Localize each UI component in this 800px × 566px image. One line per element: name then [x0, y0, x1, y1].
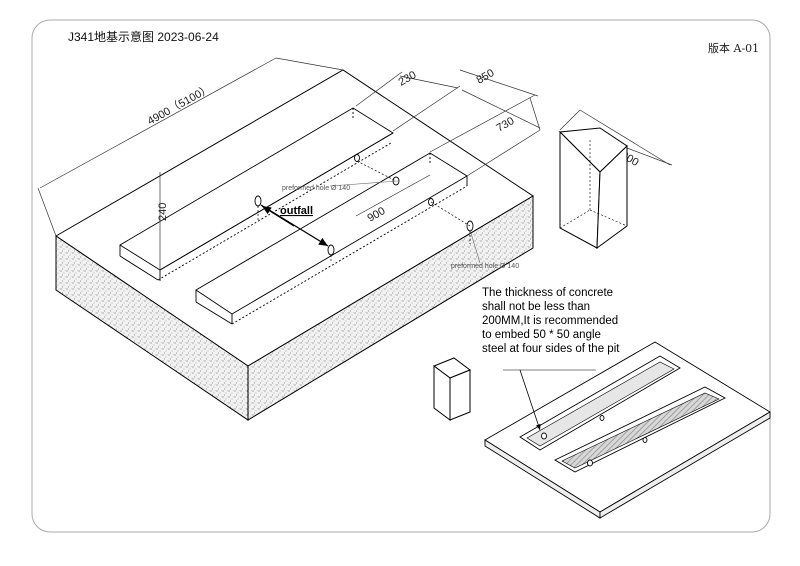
dim-length: 4900（5100） — [145, 82, 213, 128]
dim-730: 730 — [495, 115, 517, 135]
dimension-lines — [37, 57, 673, 270]
version-label: 版本 A-01 — [708, 42, 760, 55]
preformed-holes — [254, 154, 474, 256]
drawing-title: J341地基示意图 2023-06-24 — [64, 28, 223, 45]
note-leader-line — [519, 369, 541, 431]
pit-one — [119, 107, 394, 281]
main-foundation-slab — [55, 69, 534, 421]
dim-240: 240 — [157, 203, 169, 221]
dim-230: 230 — [397, 69, 419, 89]
dim-850: 850 — [475, 67, 497, 87]
hole-labels: preformed hole Ø 140 preformed hole Ø 14… — [282, 185, 519, 270]
sheet-border — [31, 19, 771, 533]
preformed-hole-label-1: preformed hole Ø 140 — [282, 185, 350, 192]
small-foundation — [484, 341, 771, 519]
machine-block-large — [558, 127, 628, 250]
machine-block-small — [432, 357, 472, 421]
concrete-note: The thickness of concrete shall not be l… — [482, 287, 620, 355]
outfall-label: outfall — [280, 205, 313, 217]
preformed-hole-label-2: preformed hole Ø 140 — [451, 263, 519, 270]
